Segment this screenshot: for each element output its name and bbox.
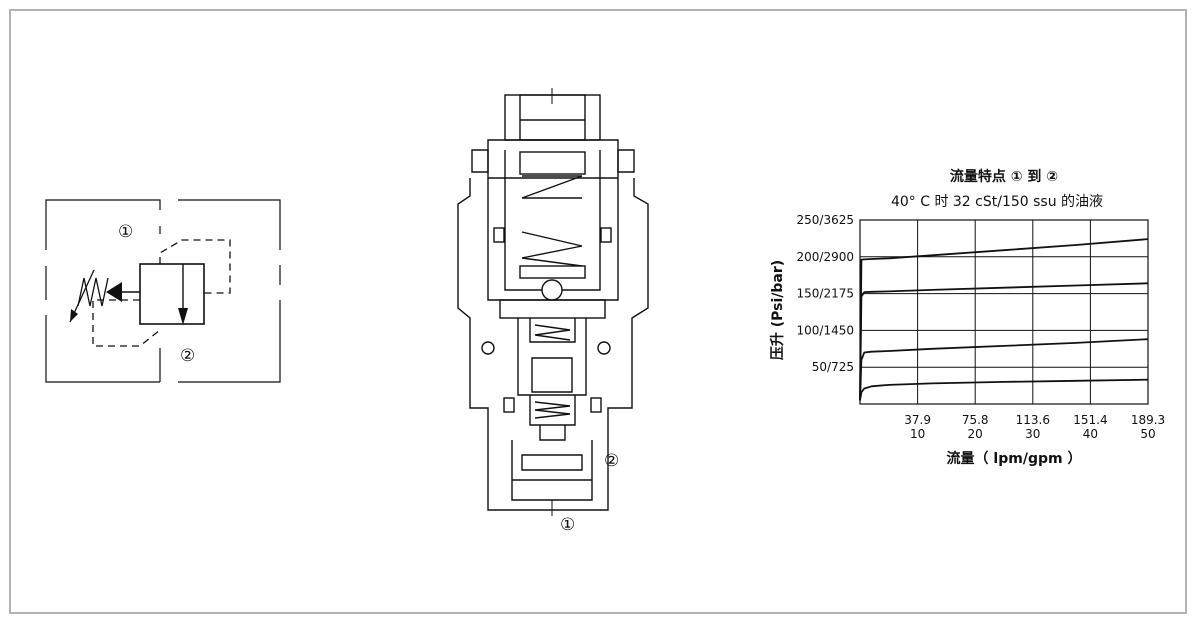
symbol-boundary-right-top xyxy=(178,199,281,250)
x-axis-label: 流量（ lpm/gpm ） xyxy=(947,450,1082,467)
x-tick-label-lpm: 189.3 xyxy=(1131,413,1165,427)
y-tick-label: 100/1450 xyxy=(797,323,855,337)
x-tick-label-gpm: 10 xyxy=(910,427,925,441)
plot-frame xyxy=(859,219,1149,405)
flow-chart: 流量特点 ① 到 ② 40° C 时 32 cSt/150 ssu 的油液 37… xyxy=(769,168,1165,467)
poppet-body xyxy=(531,357,573,393)
y-tick-label: 250/3625 xyxy=(797,213,855,227)
nose-piece xyxy=(511,440,593,501)
symbol-boundary-right-low xyxy=(178,300,281,383)
y-tick-label: 200/2900 xyxy=(797,250,855,264)
seal-right xyxy=(600,227,612,243)
symbol-boundary-top-left xyxy=(45,199,161,250)
symbol-port2-label: ② xyxy=(180,346,195,366)
figure-frame xyxy=(9,9,1187,614)
x-tick-label-lpm: 113.6 xyxy=(1016,413,1050,427)
pilot-line-top xyxy=(159,239,231,294)
spring-bore xyxy=(504,150,601,291)
o-ring-left xyxy=(481,341,495,355)
x-tick-label-lpm: 37.9 xyxy=(904,413,931,427)
poppet-spring-lower-icon xyxy=(534,401,571,419)
flow-arrow-head xyxy=(178,308,188,325)
cartridge-section xyxy=(457,88,649,516)
spring-seat xyxy=(519,265,586,279)
ball-icon xyxy=(541,279,563,301)
series-line-3 xyxy=(859,282,1149,401)
o-ring-right xyxy=(597,341,611,355)
symbol-boundary-bottom-left xyxy=(45,315,160,383)
poppet-cage xyxy=(517,318,587,396)
poppet-lower xyxy=(529,395,576,426)
seal-left xyxy=(493,227,505,243)
valve-body-box xyxy=(139,263,205,325)
adjustable-arrow-head xyxy=(70,309,78,322)
lock-nut-left xyxy=(471,149,489,173)
x-tick-label-lpm: 75.8 xyxy=(962,413,989,427)
x-tick-label-lpm: 151.4 xyxy=(1073,413,1107,427)
poppet-spring-upper-icon xyxy=(534,324,571,341)
section-port1-label: ① xyxy=(560,515,575,535)
symbol-port1-label: ① xyxy=(118,222,133,242)
x-tick-label-gpm: 30 xyxy=(1025,427,1040,441)
spring-lower-icon xyxy=(521,231,583,267)
seal-left-lower xyxy=(503,397,515,413)
valve-body-outer xyxy=(457,178,649,511)
spring-guide-top xyxy=(519,151,586,175)
series-line-4 xyxy=(859,238,1149,401)
nose-port xyxy=(521,454,583,471)
pilot-line-bottom xyxy=(92,299,161,347)
seal-right-lower xyxy=(590,397,602,413)
x-tick-label-gpm: 20 xyxy=(968,427,983,441)
x-tick-label-gpm: 40 xyxy=(1083,427,1098,441)
y-tick-label: 150/2175 xyxy=(797,287,855,301)
series-line-1 xyxy=(859,378,1149,401)
poppet-tip xyxy=(539,425,566,441)
series-line-2 xyxy=(859,338,1149,401)
lock-nut-right xyxy=(617,149,635,173)
y-tick-label: 50/725 xyxy=(812,360,854,374)
poppet-upper xyxy=(529,318,576,343)
x-tick-label-gpm: 50 xyxy=(1140,427,1155,441)
chart-title: 流量特点 ① 到 ② xyxy=(950,168,1058,185)
cage-plate xyxy=(499,299,606,319)
chart-subtitle: 40° C 时 32 cSt/150 ssu 的油液 xyxy=(891,194,1103,210)
spring-upper-icon xyxy=(521,175,583,199)
plot-area: 37.910 75.820 113.630 151.440 189.350 50/725 1… xyxy=(797,213,1166,441)
spring-icon xyxy=(77,277,109,307)
lock-nut xyxy=(487,139,619,179)
valve-symbol: ① ② xyxy=(45,199,281,383)
section-port2-label: ② xyxy=(604,451,619,471)
y-axis-label: 压升 (Psi/bar) xyxy=(769,260,786,360)
pilot-triangle-icon xyxy=(106,282,122,302)
